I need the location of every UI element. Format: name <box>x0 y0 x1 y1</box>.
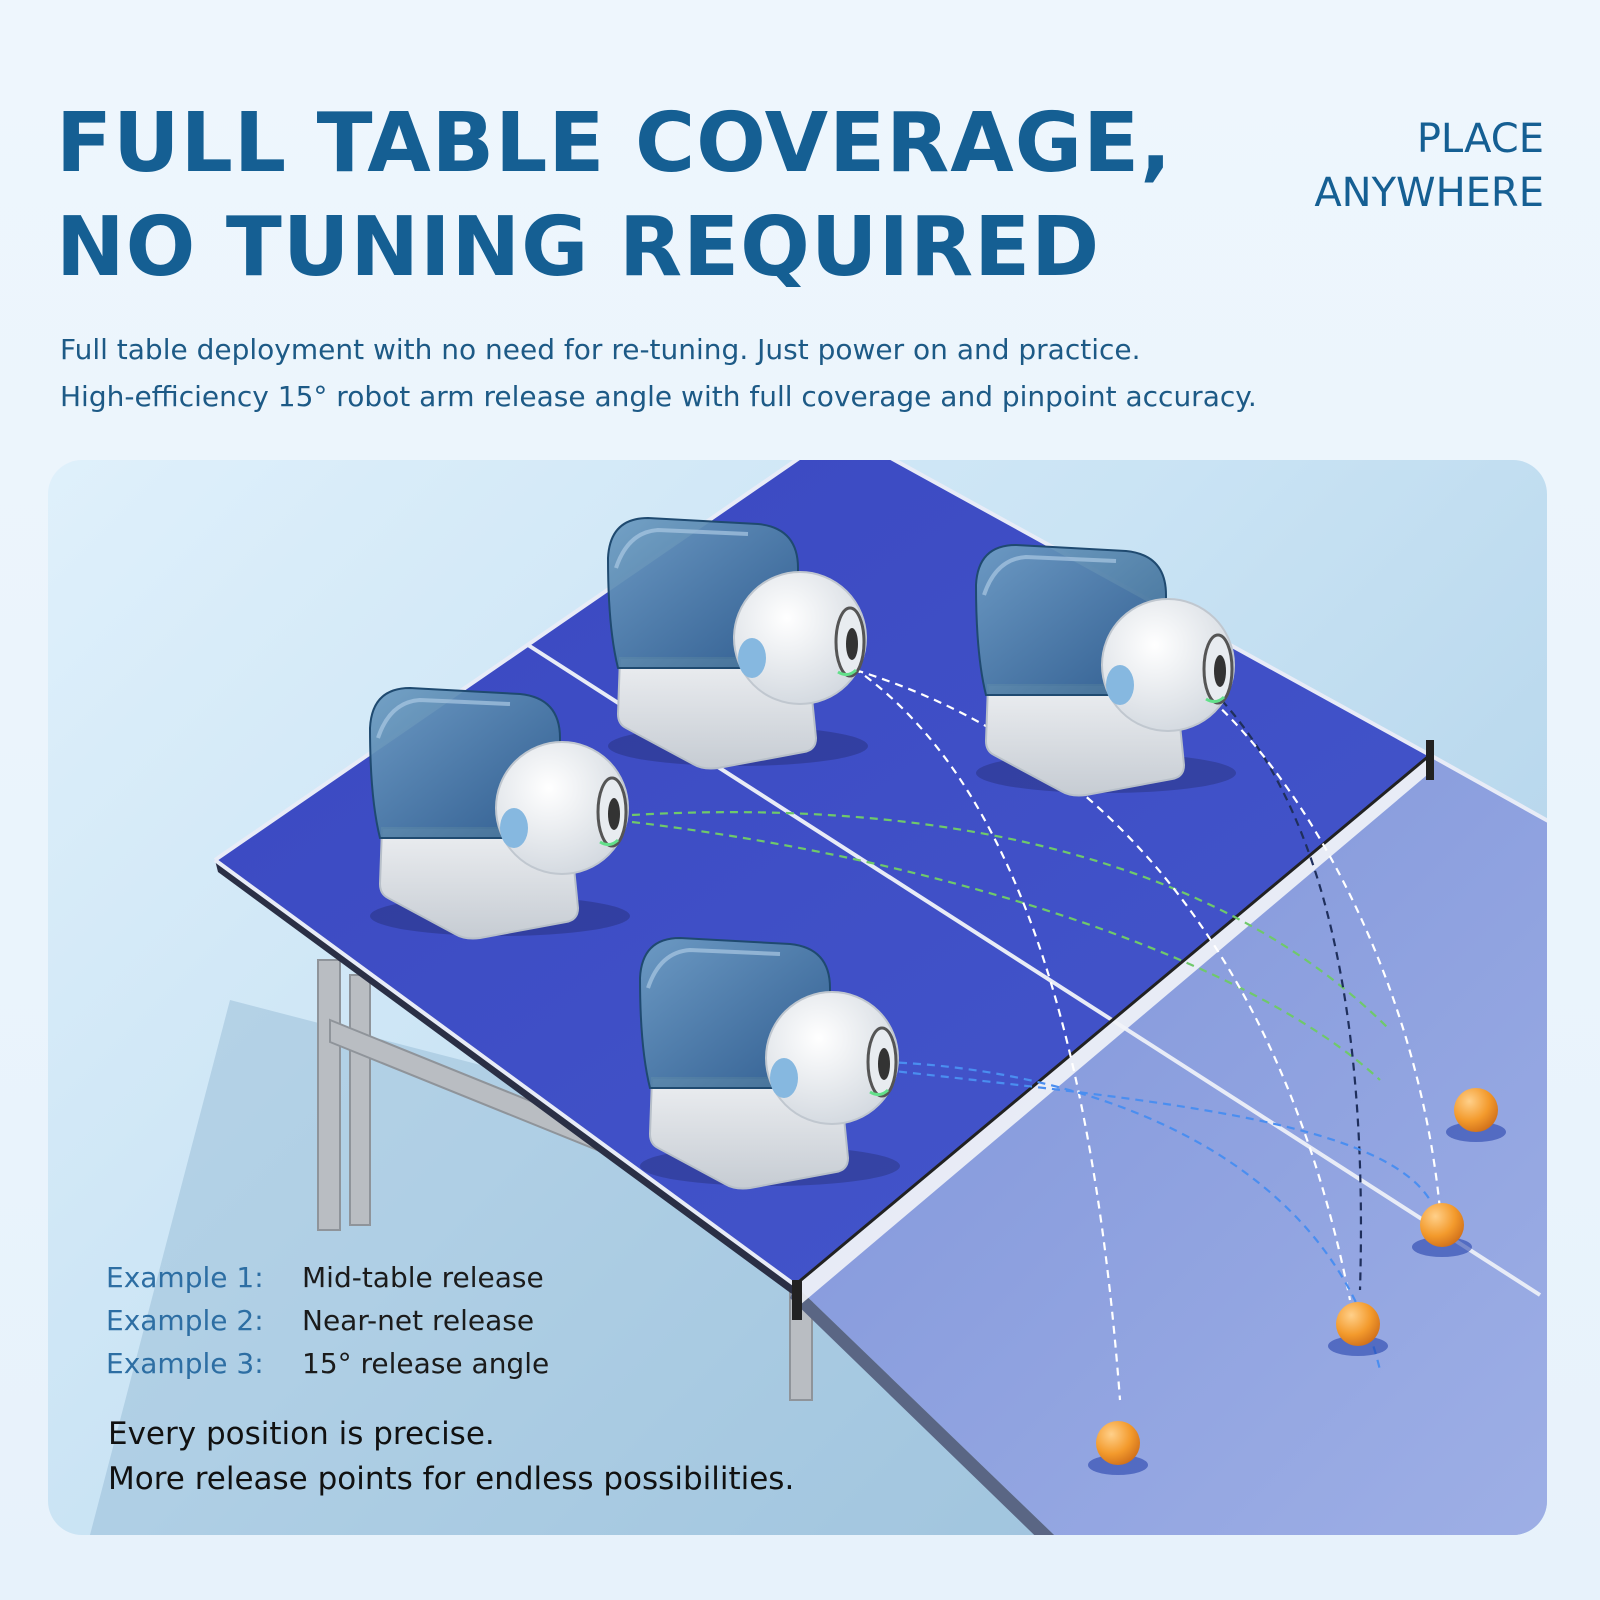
table-far-half <box>795 755 1547 1535</box>
example-value: Mid-table release <box>302 1261 544 1294</box>
place-anywhere-tag: PLACE ANYWHERE <box>1314 112 1544 220</box>
headline-line-2: NO TUNING REQUIRED <box>56 200 1101 295</box>
intro-line-1: Full table deployment with no need for r… <box>60 333 1141 366</box>
example-row: Example 3: 15° release angle <box>106 1342 549 1385</box>
page-headline: FULL TABLE COVERAGE, NO TUNING REQUIRED <box>56 92 1172 300</box>
headline-line-1: FULL TABLE COVERAGE, <box>56 96 1173 191</box>
example-label: Example 3: <box>106 1347 264 1380</box>
example-value: 15° release angle <box>302 1347 550 1380</box>
intro-line-2: High-efficiency 15° robot arm release an… <box>60 380 1257 413</box>
closing-line-1: Every position is precise. <box>108 1416 495 1452</box>
examples-list: Example 1: Mid-table release Example 2: Ne… <box>106 1256 549 1385</box>
tag-line-1: PLACE <box>1416 116 1544 162</box>
ball-trajectories <box>631 659 1442 1401</box>
closing-line-2: More release points for endless possibil… <box>108 1461 795 1497</box>
example-row: Example 2: Near-net release <box>106 1299 549 1342</box>
example-label: Example 1: <box>106 1261 264 1294</box>
tag-line-2: ANYWHERE <box>1314 170 1544 216</box>
closing-statement: Every position is precise. More release … <box>108 1412 794 1502</box>
table-net-icon <box>792 740 1434 1320</box>
intro-text: Full table deployment with no need for r… <box>60 326 1257 420</box>
example-label: Example 2: <box>106 1304 264 1337</box>
example-row: Example 1: Mid-table release <box>106 1256 549 1299</box>
example-value: Near-net release <box>302 1304 535 1337</box>
